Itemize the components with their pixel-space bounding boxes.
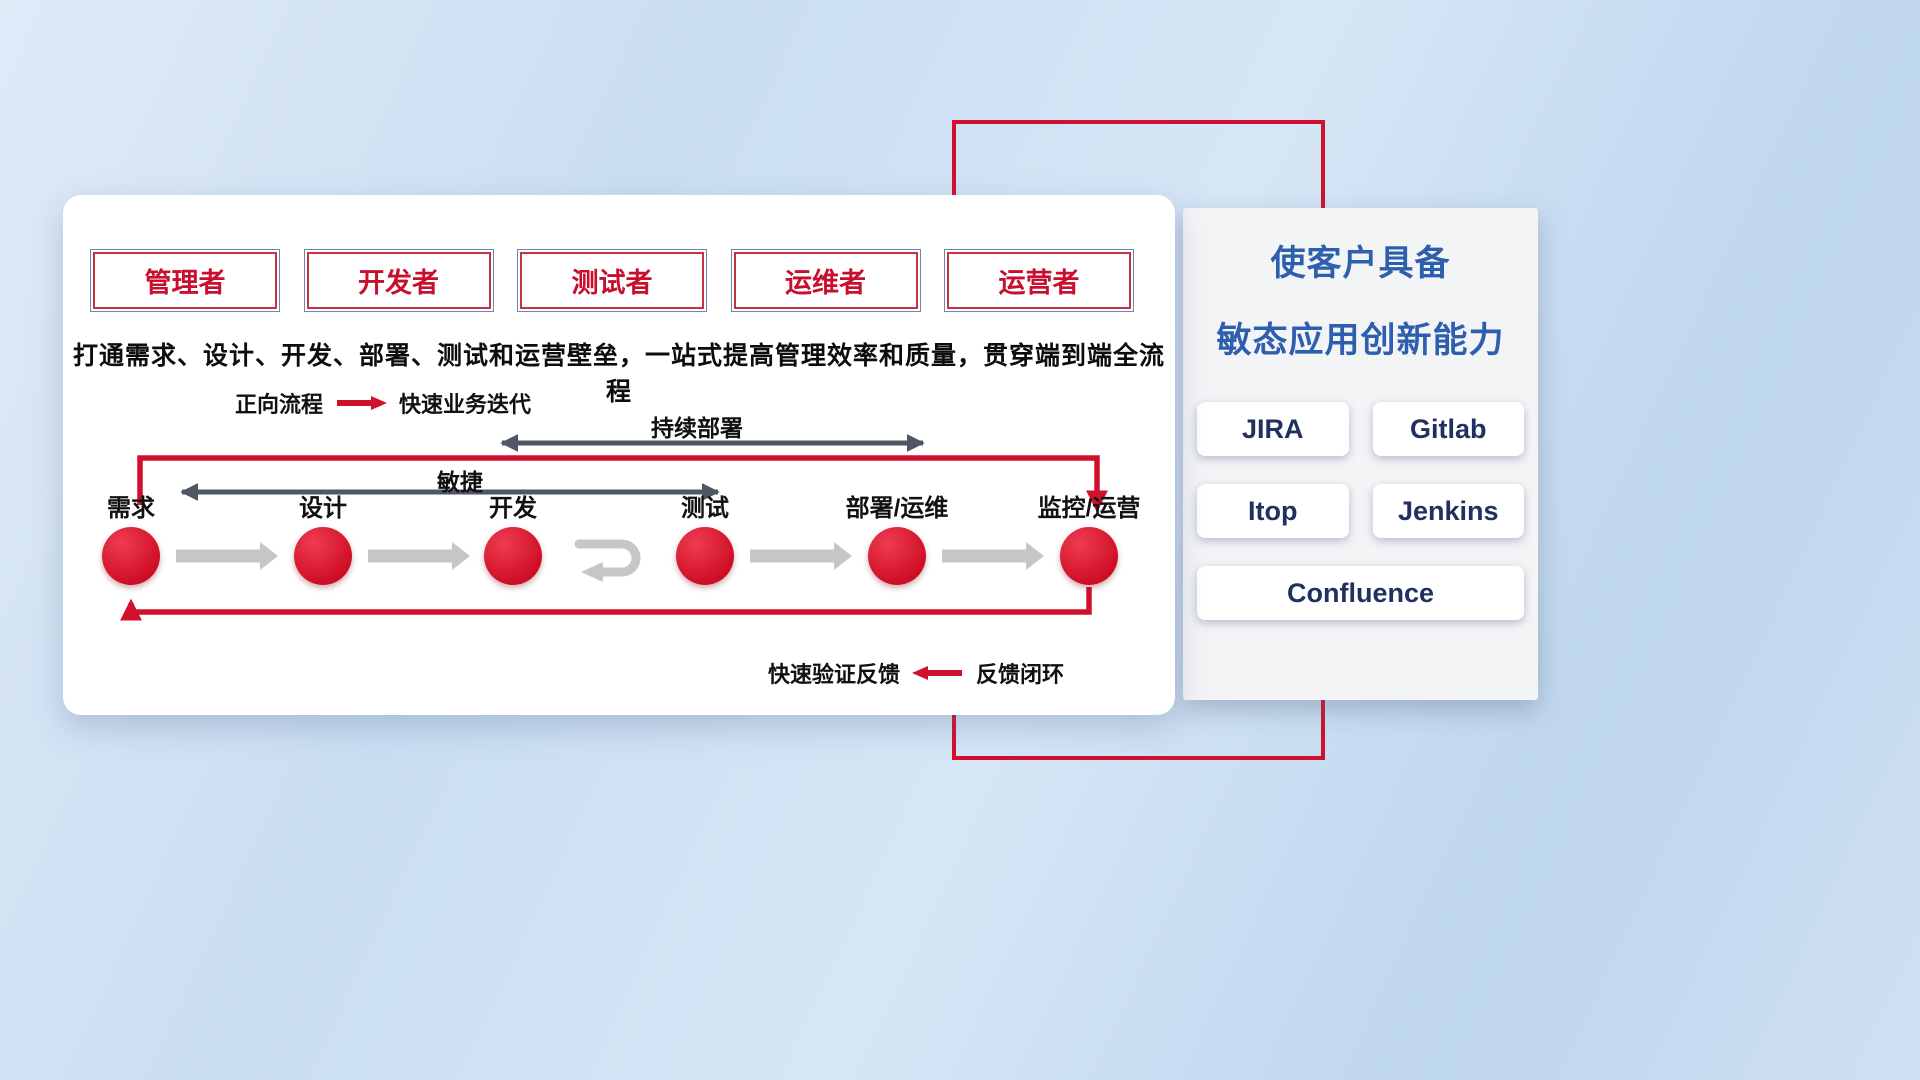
feedback-legend: 快速验证反馈 反馈闭环 — [768, 657, 1064, 689]
tool-list: JIRA Gitlab Itop Jenkins Confluence — [1183, 402, 1538, 620]
stage-label: 部署/运维 — [845, 495, 949, 522]
stage-label: 测试 — [681, 495, 729, 522]
stage-label: 监控/运营 — [1037, 495, 1141, 522]
tool-button-itop[interactable]: Itop — [1197, 484, 1349, 538]
flow-stage-monitor-operate: 监控/运营 — [1009, 495, 1169, 585]
stage-node — [484, 527, 542, 585]
capability-panel: 使客户具备 敏态应用创新能力 JIRA Gitlab Itop Jenkins … — [1183, 208, 1538, 700]
stage-node — [102, 527, 160, 585]
role-box-operator: 运营者 — [944, 249, 1134, 312]
role-box-manager: 管理者 — [90, 249, 280, 312]
tool-button-gitlab[interactable]: Gitlab — [1372, 402, 1524, 456]
stage-node — [294, 527, 352, 585]
forward-legend: 正向流程 快速业务迭代 — [235, 387, 531, 419]
role-label: 运维者 — [785, 268, 866, 298]
flow-stage-deploy-ops: 部署/运维 — [817, 495, 977, 585]
role-label: 开发者 — [358, 268, 439, 298]
tool-button-jenkins[interactable]: Jenkins — [1372, 484, 1524, 538]
diagram-description: 打通需求、设计、开发、部署、测试和运营壁垒，一站式提高管理效率和质量，贯穿端到端… — [72, 342, 1165, 406]
devops-diagram-panel: 管理者 开发者 测试者 运维者 运营者 打通需求、设计、开发、部署、测试和运营壁… — [63, 195, 1175, 715]
tool-button-confluence[interactable]: Confluence — [1197, 566, 1524, 620]
role-box-developer: 开发者 — [303, 249, 494, 312]
continuous-deploy-label: 持续部署 — [651, 415, 743, 441]
stage-label: 设计 — [299, 495, 347, 522]
stage-label: 需求 — [107, 495, 155, 522]
capability-title-line1: 使客户具备 — [1270, 244, 1451, 283]
flow-stage-develop: 开发 — [433, 495, 593, 585]
forward-legend-value: 快速业务迭代 — [399, 392, 532, 417]
stage-node — [868, 527, 926, 585]
forward-arrow-icon — [337, 396, 388, 410]
stage-label: 开发 — [489, 495, 537, 522]
feedback-loop-line — [120, 587, 1092, 621]
flow-stage-test: 测试 — [625, 495, 785, 585]
role-row: 管理者 开发者 测试者 运维者 运营者 — [90, 249, 1134, 312]
role-label: 运营者 — [998, 268, 1080, 298]
role-label: 测试者 — [571, 268, 653, 298]
stage-node — [676, 527, 734, 585]
feedback-arrow-icon — [912, 666, 963, 680]
feedback-legend-label: 快速验证反馈 — [768, 662, 901, 687]
capability-title: 使客户具备 敏态应用创新能力 — [1183, 246, 1538, 358]
feedback-legend-value: 反馈闭环 — [976, 662, 1065, 687]
role-label: 管理者 — [144, 268, 226, 298]
capability-title-line2: 敏态应用创新能力 — [1216, 321, 1505, 360]
role-box-tester: 测试者 — [517, 249, 707, 312]
tool-button-jira[interactable]: JIRA — [1197, 402, 1349, 456]
flow-stage-requirements: 需求 — [51, 495, 211, 585]
agile-label: 敏捷 — [437, 469, 483, 495]
forward-legend-label: 正向流程 — [235, 392, 324, 417]
flow-stage-design: 设计 — [243, 495, 403, 585]
role-box-ops: 运维者 — [730, 249, 921, 312]
stage-node — [1060, 527, 1118, 585]
